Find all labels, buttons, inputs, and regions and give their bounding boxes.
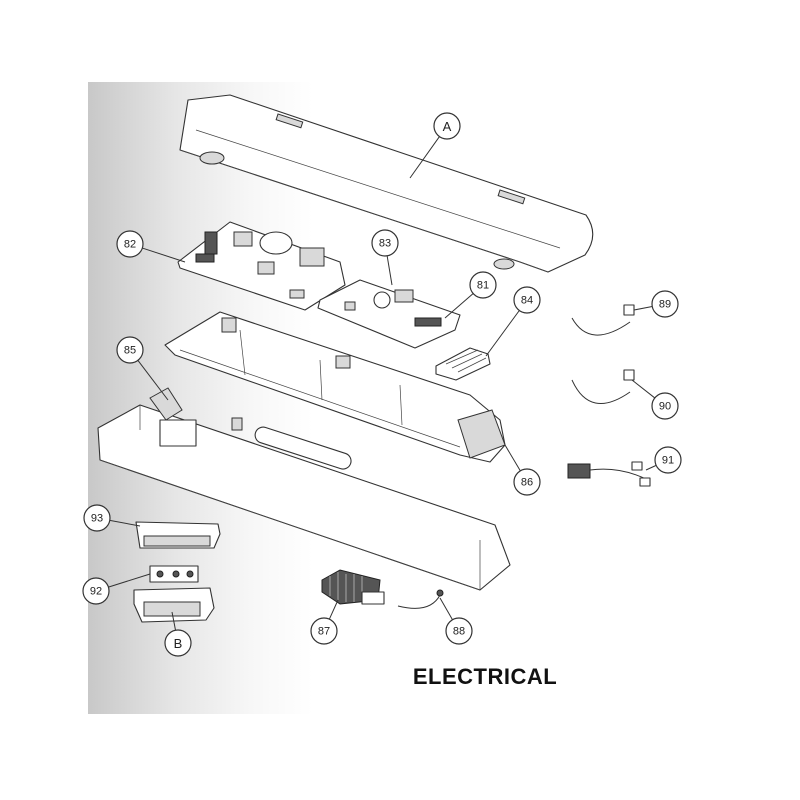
callout-circle-89 — [651, 290, 679, 318]
callout-91: 91 — [654, 446, 682, 474]
callout-label-91: 91 — [662, 455, 674, 467]
callout-circle-83 — [371, 229, 399, 257]
callout-circle-85 — [116, 336, 144, 364]
part-heat-sink-87 — [321, 569, 385, 605]
part-sensor-wire-88 — [397, 594, 441, 609]
part-connector-block — [435, 347, 491, 381]
callout-label-92: 92 — [90, 586, 102, 598]
callout-circle-86 — [513, 468, 541, 496]
callout-86: 86 — [513, 468, 541, 496]
callout-circle-92 — [82, 577, 110, 605]
callout-leader-a — [409, 136, 440, 179]
callout-label-81: 81 — [477, 280, 489, 292]
callout-circle-93 — [83, 504, 111, 532]
callout-b: B — [164, 629, 192, 657]
callout-leader-86 — [504, 444, 521, 472]
callout-leader-b — [171, 611, 177, 631]
part-top-cover — [179, 94, 594, 273]
callout-leader-83 — [386, 255, 393, 286]
part-wire-harness-91 — [567, 461, 651, 487]
diagram-title: ELECTRICAL — [412, 664, 558, 689]
callout-circle-81 — [469, 271, 497, 299]
part-secondary-board — [317, 279, 461, 349]
callout-label-84: 84 — [521, 295, 533, 307]
callout-85: 85 — [116, 336, 144, 364]
part-wire-90 — [571, 379, 631, 405]
part-module-b — [133, 587, 215, 623]
callout-label-85: 85 — [124, 345, 136, 357]
callout-circle-82 — [116, 230, 144, 258]
part-sensor-88 — [436, 589, 444, 597]
callout-label-90: 90 — [659, 401, 671, 413]
callout-leader-92 — [108, 573, 151, 588]
callout-label-83: 83 — [379, 238, 391, 250]
callout-label-86: 86 — [521, 477, 533, 489]
part-switch-92 — [149, 565, 199, 583]
callout-leader-93 — [109, 519, 141, 527]
callout-leader-87 — [328, 599, 339, 620]
callout-circle-a — [433, 112, 461, 140]
callouts: A 81 82 83 84 85 86 87 88 89 90 91 92 93B — [82, 112, 682, 657]
callout-circle-84 — [513, 286, 541, 314]
callout-88: 88 — [445, 617, 473, 645]
part-wire-89 — [571, 317, 631, 336]
callout-leader-82 — [142, 247, 186, 263]
callout-leader-89 — [633, 305, 653, 311]
callout-93: 93 — [83, 504, 111, 532]
part-main-board — [177, 221, 346, 311]
callout-84: 84 — [513, 286, 541, 314]
callout-label-82: 82 — [124, 239, 136, 251]
callout-83: 83 — [371, 229, 399, 257]
callout-89: 89 — [651, 290, 679, 318]
part-housing-tray — [164, 311, 506, 463]
callout-label-89: 89 — [659, 299, 671, 311]
callout-92: 92 — [82, 577, 110, 605]
callout-label-a: A — [443, 119, 452, 134]
callout-circle-91 — [654, 446, 682, 474]
callout-leader-91 — [645, 464, 657, 471]
part-bracket-93 — [135, 521, 221, 549]
callout-leader-84 — [485, 310, 520, 357]
callout-circle-87 — [310, 617, 338, 645]
part-wire-89-connector — [623, 304, 635, 316]
callout-label-b: B — [174, 636, 183, 651]
callout-82: 82 — [116, 230, 144, 258]
callout-circle-b — [164, 629, 192, 657]
callout-87: 87 — [310, 617, 338, 645]
callout-label-88: 88 — [453, 626, 465, 638]
callout-label-93: 93 — [91, 513, 103, 525]
callout-a: A — [433, 112, 461, 140]
callout-label-87: 87 — [318, 626, 330, 638]
callout-circle-88 — [445, 617, 473, 645]
part-wire-90-connector — [623, 369, 635, 381]
callout-leader-88 — [439, 597, 453, 620]
callout-90: 90 — [651, 392, 679, 420]
callout-81: 81 — [469, 271, 497, 299]
callout-circle-90 — [651, 392, 679, 420]
part-lower-panel — [97, 387, 511, 591]
callout-leader-85 — [137, 360, 169, 401]
callout-leader-81 — [444, 293, 474, 319]
callout-leader-90 — [631, 379, 656, 399]
